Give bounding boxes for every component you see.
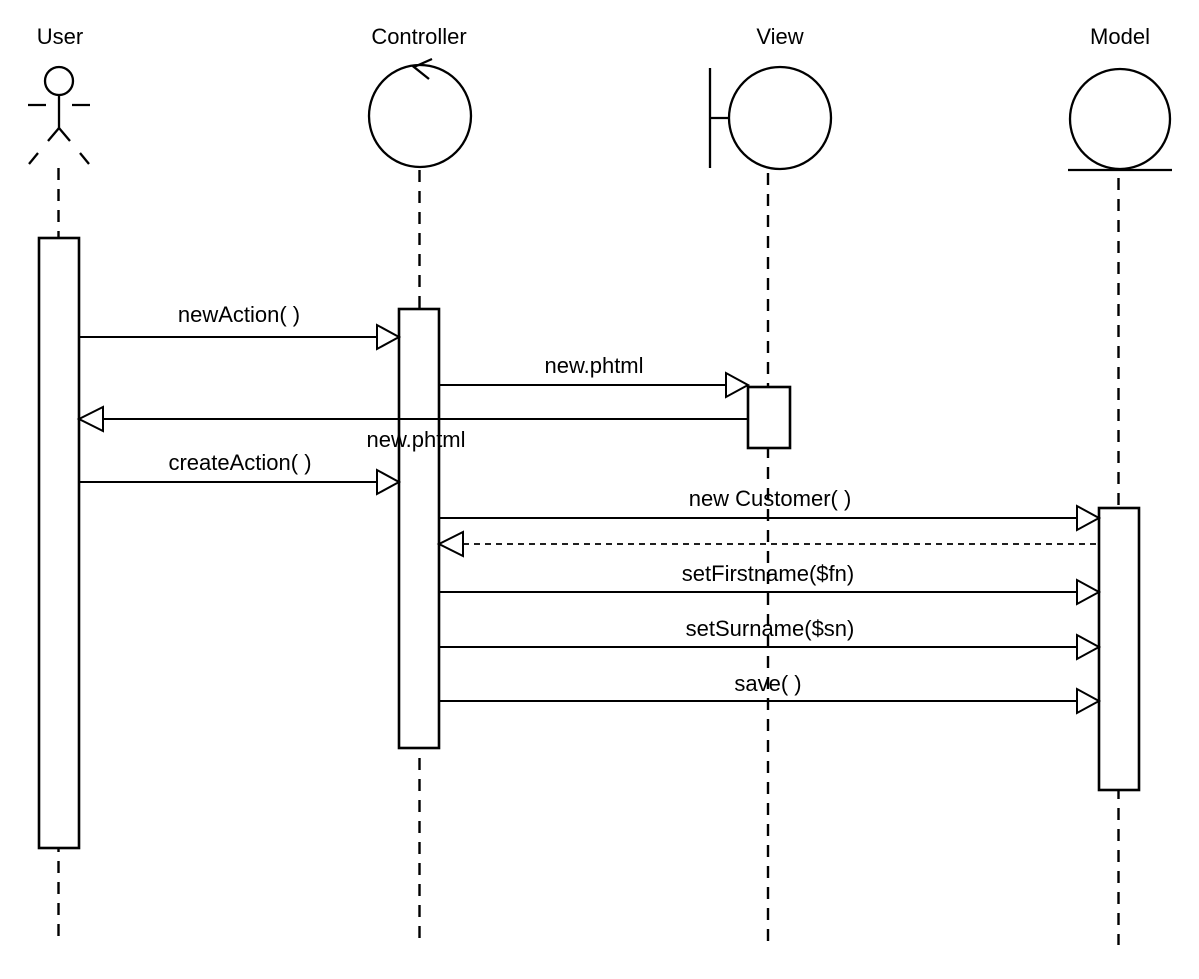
arrowhead-right-icon bbox=[376, 323, 402, 351]
arrowhead-right-icon bbox=[376, 468, 402, 496]
activation-user bbox=[37, 236, 81, 850]
message-label-setfirstname: setFirstname($fn) bbox=[682, 561, 854, 586]
entity-icon bbox=[1068, 67, 1172, 172]
activation-controller bbox=[397, 307, 441, 750]
message-label-newphtml: new.phtml bbox=[544, 353, 643, 378]
participant-label-controller: Controller bbox=[371, 24, 466, 49]
control-icon bbox=[367, 57, 473, 169]
participant-label-model: Model bbox=[1090, 24, 1150, 49]
actor-icon bbox=[28, 65, 90, 165]
arrowhead-right-icon bbox=[1076, 633, 1102, 661]
participant-label-view: View bbox=[756, 24, 803, 49]
message-label-createaction: createAction( ) bbox=[168, 450, 311, 475]
activation-model bbox=[1097, 506, 1141, 792]
message-label-newcustomer: new Customer( ) bbox=[689, 486, 852, 511]
activation-view bbox=[746, 385, 792, 450]
message-label-newaction: newAction( ) bbox=[178, 302, 300, 327]
message-label-newphtml-return: new.phtml bbox=[366, 427, 465, 452]
message-label-save: save( ) bbox=[734, 671, 801, 696]
arrowhead-left-icon bbox=[76, 405, 104, 433]
arrowhead-left-icon bbox=[436, 530, 464, 558]
participant-label-user: User bbox=[37, 24, 83, 49]
boundary-icon bbox=[708, 65, 833, 171]
arrowhead-right-icon bbox=[725, 371, 751, 399]
arrowhead-right-icon bbox=[1076, 578, 1102, 606]
arrowhead-right-icon bbox=[1076, 687, 1102, 715]
message-label-setsurname: setSurname($sn) bbox=[686, 616, 855, 641]
arrowhead-right-icon bbox=[1076, 504, 1102, 532]
